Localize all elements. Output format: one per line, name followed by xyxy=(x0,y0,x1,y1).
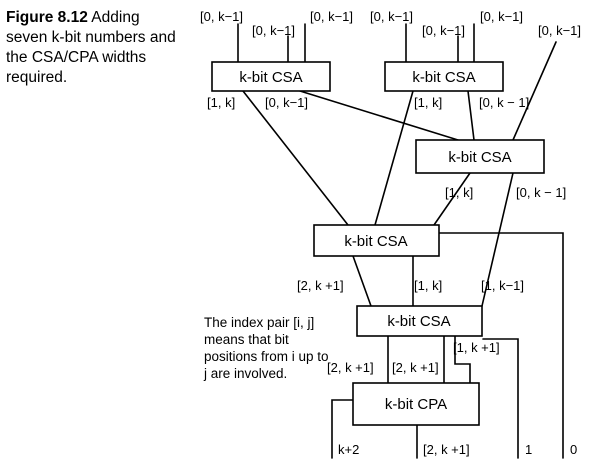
csa4-carry-label: [2, k +1] xyxy=(297,278,344,293)
csa1-carry-label: [1, k] xyxy=(207,95,235,110)
wire-csa3-carry xyxy=(433,172,471,226)
csa-4-label: k-bit CSA xyxy=(344,233,407,250)
wire-csa1-carry xyxy=(242,90,349,226)
input-label-3: [0, k−1] xyxy=(310,9,353,24)
csa-block-4 xyxy=(313,224,440,257)
csa3-carry-label: [1, k] xyxy=(445,185,473,200)
input-label-1: [0, k−1] xyxy=(200,9,243,24)
caption-text: Adding seven k-bit numbers and the CSA/C… xyxy=(6,9,176,86)
csa2-sum-label: [0, k − 1] xyxy=(479,95,529,110)
cpa-block xyxy=(352,382,480,426)
wire-cpa-carry-out xyxy=(331,399,354,459)
csa3-to-csa5-label: [1, k−1] xyxy=(481,278,524,293)
wire-csa2-carry xyxy=(374,90,414,226)
index-pair-note: The index pair [i, j] means that bit pos… xyxy=(204,315,329,381)
wire-csa4-carry xyxy=(352,255,372,307)
csa-block-5 xyxy=(356,305,483,337)
figure-caption: Figure 8.12 Adding seven k-bit numbers a… xyxy=(6,8,176,88)
input-label-7: [0, k−1] xyxy=(538,23,581,38)
input-wire-7 xyxy=(512,41,557,141)
csa-block-2 xyxy=(384,61,504,92)
wire-csa1-sum xyxy=(299,90,459,141)
csa3-sum-label: [0, k − 1] xyxy=(516,185,566,200)
csa-2-label: k-bit CSA xyxy=(412,69,475,86)
csa1-sum-label: [0, k−1] xyxy=(265,95,308,110)
wire-csa3-sum xyxy=(481,172,514,307)
wire-bit0 xyxy=(409,232,564,459)
input-label-2: [0, k−1] xyxy=(252,23,295,38)
csa-block-3 xyxy=(415,139,545,174)
csa-1-label: k-bit CSA xyxy=(239,69,302,86)
wire-csa5-bit1 xyxy=(454,335,471,384)
output-bit0-label: 0 xyxy=(570,442,577,457)
output-mid-label: [2, k +1] xyxy=(423,442,470,457)
csa2-carry-label: [1, k] xyxy=(414,95,442,110)
figure-number: Figure 8.12 xyxy=(6,9,88,26)
cpa-label: k-bit CPA xyxy=(385,396,447,413)
input-label-4: [0, k−1] xyxy=(370,9,413,24)
csa5-carry-label: [2, k +1] xyxy=(327,360,374,375)
input-label-5: [0, k−1] xyxy=(422,23,465,38)
csa-5-label: k-bit CSA xyxy=(387,313,450,330)
csa-block-1 xyxy=(211,61,331,92)
csa5-bit1-label: [1, k +1] xyxy=(453,340,500,355)
wire-bit1 xyxy=(482,338,519,459)
csa4-sum-label: [1, k] xyxy=(414,278,442,293)
csa5-sum-label: [2, k +1] xyxy=(392,360,439,375)
output-bit1-label: 1 xyxy=(525,442,532,457)
output-msb-label: k+2 xyxy=(338,442,359,457)
csa-3-label: k-bit CSA xyxy=(448,149,511,166)
input-label-6: [0, k−1] xyxy=(480,9,523,24)
wire-csa2-sum xyxy=(467,90,475,141)
